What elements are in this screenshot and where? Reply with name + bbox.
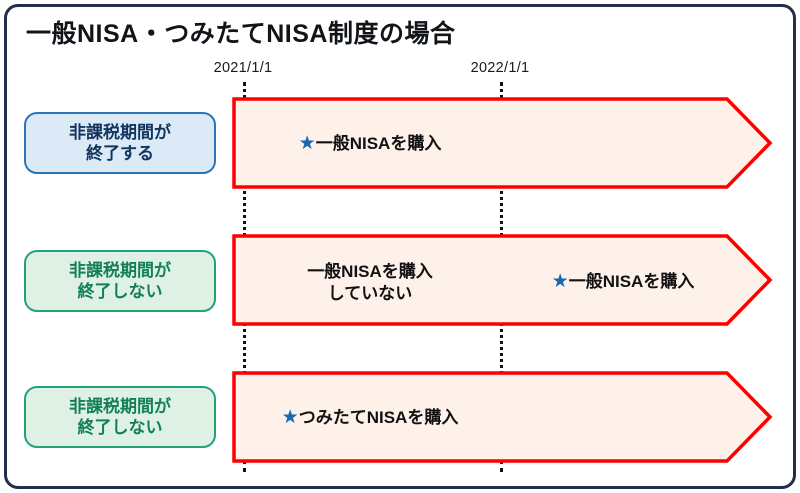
row-label-line1: 非課税期間が — [69, 122, 171, 142]
row-label-nontaxable-continues-2: 非課税期間が 終了しない — [24, 386, 216, 448]
page-title: 一般NISA・つみたてNISA制度の場合 — [26, 20, 456, 48]
date-label-2021: 2021/1/1 — [213, 60, 273, 76]
row-2-segment-2-label: 一般NISAを購入 — [568, 272, 695, 291]
row-1-segment-1-text: ★一般NISAを購入 — [299, 133, 442, 155]
row-label-line1: 非課税期間が — [69, 260, 171, 280]
arrow-shape — [232, 97, 773, 189]
timeline-arrow-row-1 — [232, 97, 773, 189]
row-label-line2: 終了しない — [77, 282, 163, 301]
date-label-2022: 2022/1/1 — [470, 60, 530, 76]
row-label-nontaxable-ends: 非課税期間が 終了する — [24, 112, 216, 174]
row-2-segment-1-line2: していない — [327, 284, 413, 304]
row-label-nontaxable-continues-1: 非課税期間が 終了しない — [24, 250, 216, 312]
star-icon: ★ — [298, 133, 316, 154]
row-2-segment-1-text: 一般NISAを購入 していない — [307, 261, 433, 305]
arrow-shape — [232, 234, 773, 326]
star-icon: ★ — [551, 271, 569, 292]
row-2-segment-1-line1: 一般NISAを購入 — [307, 262, 433, 281]
row-label-line2: 終了する — [86, 144, 154, 163]
row-label-line1: 非課税期間が — [69, 396, 171, 416]
star-icon: ★ — [281, 407, 299, 428]
arrow-shape — [232, 371, 773, 463]
row-3-segment-1-label: つみたてNISAを購入 — [298, 408, 459, 427]
row-1-segment-1-label: 一般NISAを購入 — [315, 134, 442, 153]
row-label-line2: 終了しない — [77, 418, 163, 437]
row-3-segment-1-text: ★つみたてNISAを購入 — [282, 407, 459, 429]
row-2-segment-2-text: ★一般NISAを購入 — [552, 271, 695, 293]
timeline-arrow-row-2 — [232, 234, 773, 326]
timeline-arrow-row-3 — [232, 371, 773, 463]
